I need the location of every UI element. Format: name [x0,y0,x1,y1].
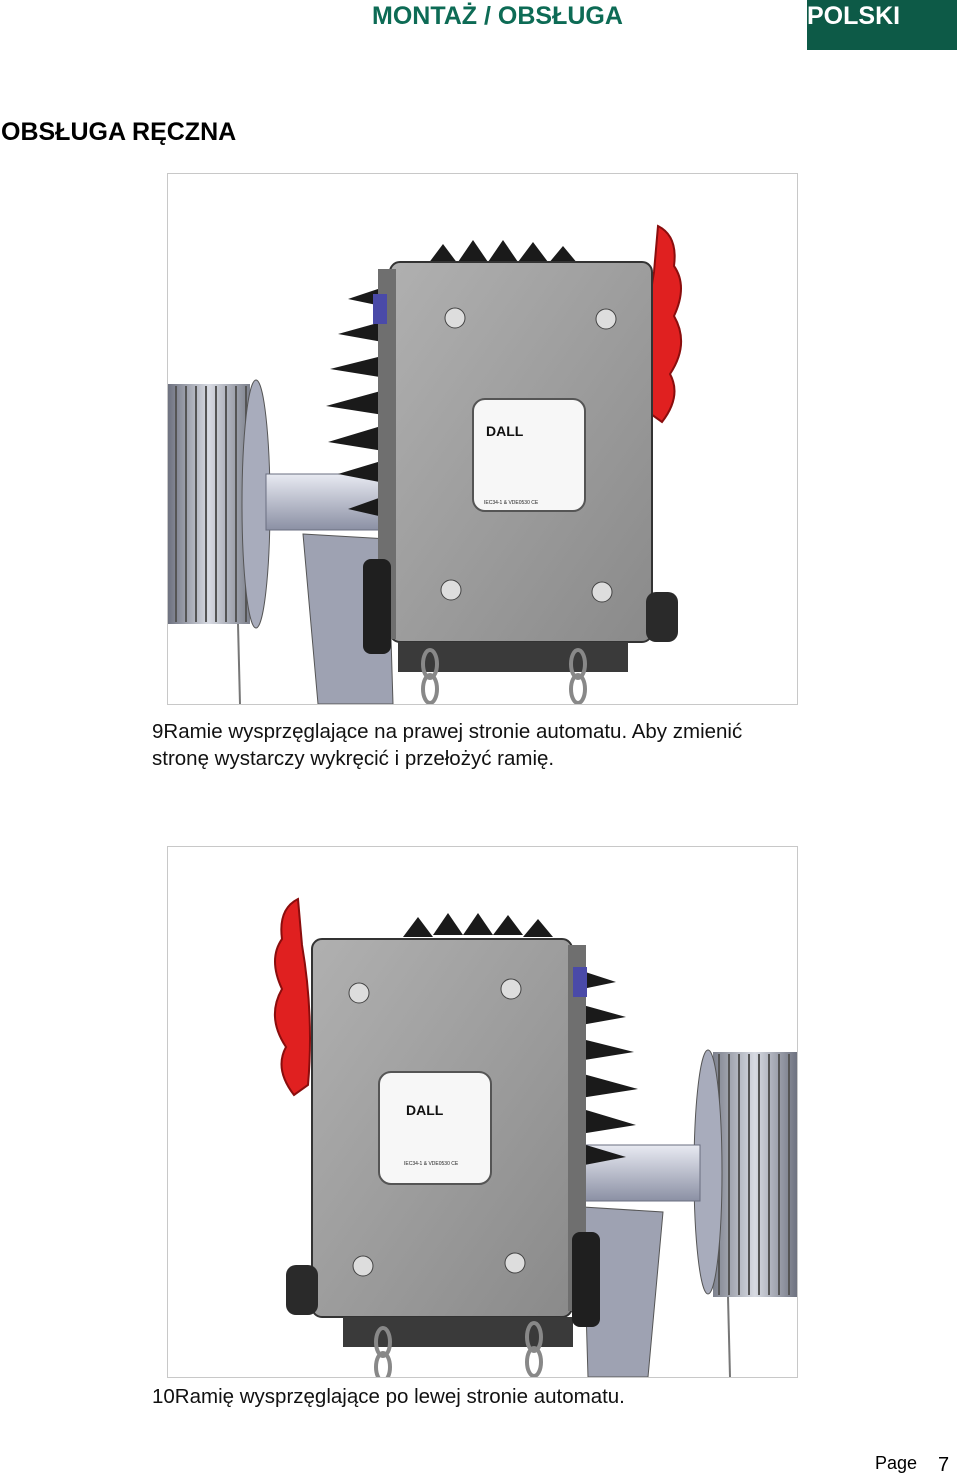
label-small: IEC34-1 & VDE0530 CE [404,1161,459,1167]
motor-illustration-left: DALL IEC34-1 & VDE0530 CE [273,897,797,1377]
footer-page-label: Page [875,1453,918,1473]
figure-caption-1: 9Ramie wysprzęglające na prawej stronie … [152,720,743,770]
cable-drum [693,1049,797,1377]
section-title: OBSŁUGA RĘCZNA [1,118,237,146]
release-arm [273,897,311,1097]
footer-page-number: 7 [938,1454,950,1476]
label-logo: DALL [486,423,524,439]
chain [421,648,587,704]
figure-arm-left: DALL IEC34-1 & VDE0530 CE [167,846,798,1378]
label-logo: DALL [406,1102,444,1118]
cable-drum [168,379,271,704]
figure-caption-2: 10Ramię wysprzęglające po lewej stronie … [152,1385,625,1408]
motor-housing: DALL IEC34-1 & VDE0530 CE [363,261,678,672]
motor-housing: DALL IEC34-1 & VDE0530 CE [286,938,600,1347]
chain [374,1321,543,1377]
motor-illustration-right: DALL IEC34-1 & VDE0530 CE [168,224,683,704]
language-badge: POLSKI [807,0,957,50]
figure-arm-right: DALL IEC34-1 & VDE0530 CE [167,173,798,705]
label-small: IEC34-1 & VDE0530 CE [484,500,539,506]
header-title: MONTAŻ / OBSŁUGA [372,2,623,30]
